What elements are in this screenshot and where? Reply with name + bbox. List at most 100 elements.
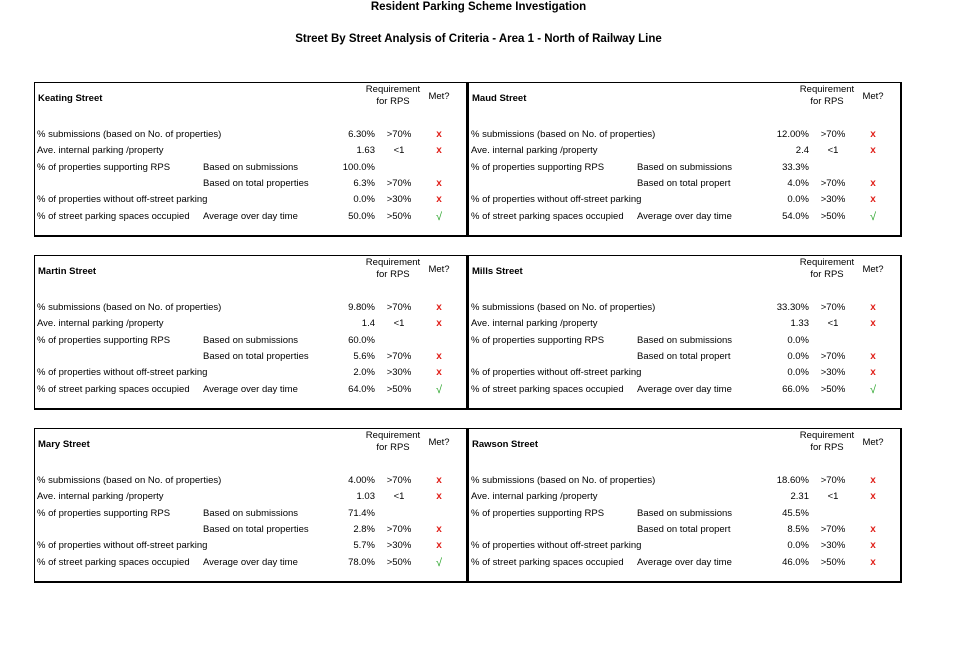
criterion-label: % of properties supporting RPS [471,508,605,519]
requirement-value: >70% [386,178,412,189]
criterion-label: Ave. internal parking /property [471,145,598,156]
criterion-value: 1.33 [790,318,810,329]
criterion-label: % of properties without off-street parki… [471,367,642,378]
requirement-value: >50% [820,384,846,395]
not-met-cross-icon: x [436,318,442,329]
not-met-cross-icon: x [870,351,876,362]
not-met-cross-icon: x [870,194,876,205]
requirement-header-line2: for RPS [376,442,410,453]
criterion-sublabel: Based on submissions [203,508,299,519]
page-subtitle: Street By Street Analysis of Criteria - … [295,33,662,45]
criterion-sublabel: Average over day time [637,211,732,222]
requirement-value: <1 [827,145,839,156]
not-met-cross-icon: x [436,491,442,502]
criterion-value: 6.30% [348,129,375,140]
street-name: Mary Street [38,439,90,450]
table-row: % submissions (based on No. of propertie… [469,129,900,143]
not-met-cross-icon: x [436,178,442,189]
criterion-value: 0.0% [787,540,809,551]
table-row: % of properties without off-street parki… [35,540,466,554]
requirement-value: >70% [820,129,846,140]
requirement-value: >50% [820,211,846,222]
criterion-sublabel: Based on total properties [203,524,309,535]
requirement-value: >70% [820,302,846,313]
criterion-value: 50.0% [348,211,375,222]
table-row: % of street parking spaces occupied Avera… [469,557,900,571]
table-row: % of properties without off-street parki… [469,194,900,208]
criterion-label: Ave. internal parking /property [37,318,164,329]
requirement-value: <1 [393,318,405,329]
criterion-sublabel: Average over day time [203,211,298,222]
criterion-label: % of street parking spaces occupied [471,384,624,395]
table-row: % submissions (based on No. of propertie… [35,302,466,316]
requirement-value: <1 [827,491,839,502]
table-row: % of properties without off-street parki… [35,194,466,208]
requirement-value: >30% [820,194,846,205]
requirement-header-line1: Requirement [799,430,855,441]
criterion-label: Ave. internal parking /property [471,318,598,329]
criterion-sublabel: Based on total propert [637,524,731,535]
not-met-cross-icon: x [436,129,442,140]
not-met-cross-icon: x [870,129,876,140]
criterion-value: 5.6% [353,351,375,362]
requirement-header-line2: for RPS [810,442,844,453]
not-met-cross-icon: x [436,475,442,486]
requirement-header-line2: for RPS [376,269,410,280]
criterion-sublabel: Based on total propert [637,178,731,189]
requirement-value: >70% [820,475,846,486]
not-met-cross-icon: x [870,178,876,189]
criterion-value: 78.0% [348,557,375,568]
street-name: Mills Street [472,266,523,277]
requirement-header-line1: Requirement [799,84,855,95]
criterion-value: 2.4 [795,145,809,156]
requirement-value: >30% [386,540,412,551]
criterion-value: 33.3% [782,162,809,173]
criterion-value: 54.0% [782,211,809,222]
criterion-label: % of properties without off-street parki… [37,540,208,551]
criterion-value: 46.0% [782,557,809,568]
criterion-value: 9.80% [348,302,375,313]
criterion-value: 66.0% [782,384,809,395]
page-title: Resident Parking Scheme Investigation [370,1,587,13]
not-met-cross-icon: x [870,524,876,535]
not-met-cross-icon: x [436,145,442,156]
table-row: % submissions (based on No. of propertie… [35,129,466,143]
met-header: Met? [428,91,450,102]
criterion-label: % of street parking spaces occupied [471,557,624,568]
met-header: Met? [862,91,884,102]
criterion-label: % of street parking spaces occupied [37,384,190,395]
criterion-value: 45.5% [782,508,809,519]
criterion-value: 2.0% [353,367,375,378]
requirement-header-line1: Requirement [365,257,421,268]
not-met-cross-icon: x [870,491,876,502]
table-row: % submissions (based on No. of propertie… [469,302,900,316]
criterion-value: 1.63 [356,145,376,156]
criterion-label: Ave. internal parking /property [471,491,598,502]
criterion-sublabel: Average over day time [637,557,732,568]
criterion-sublabel: Average over day time [203,557,298,568]
criterion-label: % of properties without off-street parki… [37,367,208,378]
not-met-cross-icon: x [870,557,876,568]
requirement-value: >30% [386,194,412,205]
street-name: Maud Street [472,93,527,104]
criterion-label: % of properties without off-street parki… [471,194,642,205]
criterion-sublabel: Based on total propert [637,351,731,362]
met-tick-icon: √ [435,557,443,569]
criterion-value: 0.0% [787,351,809,362]
